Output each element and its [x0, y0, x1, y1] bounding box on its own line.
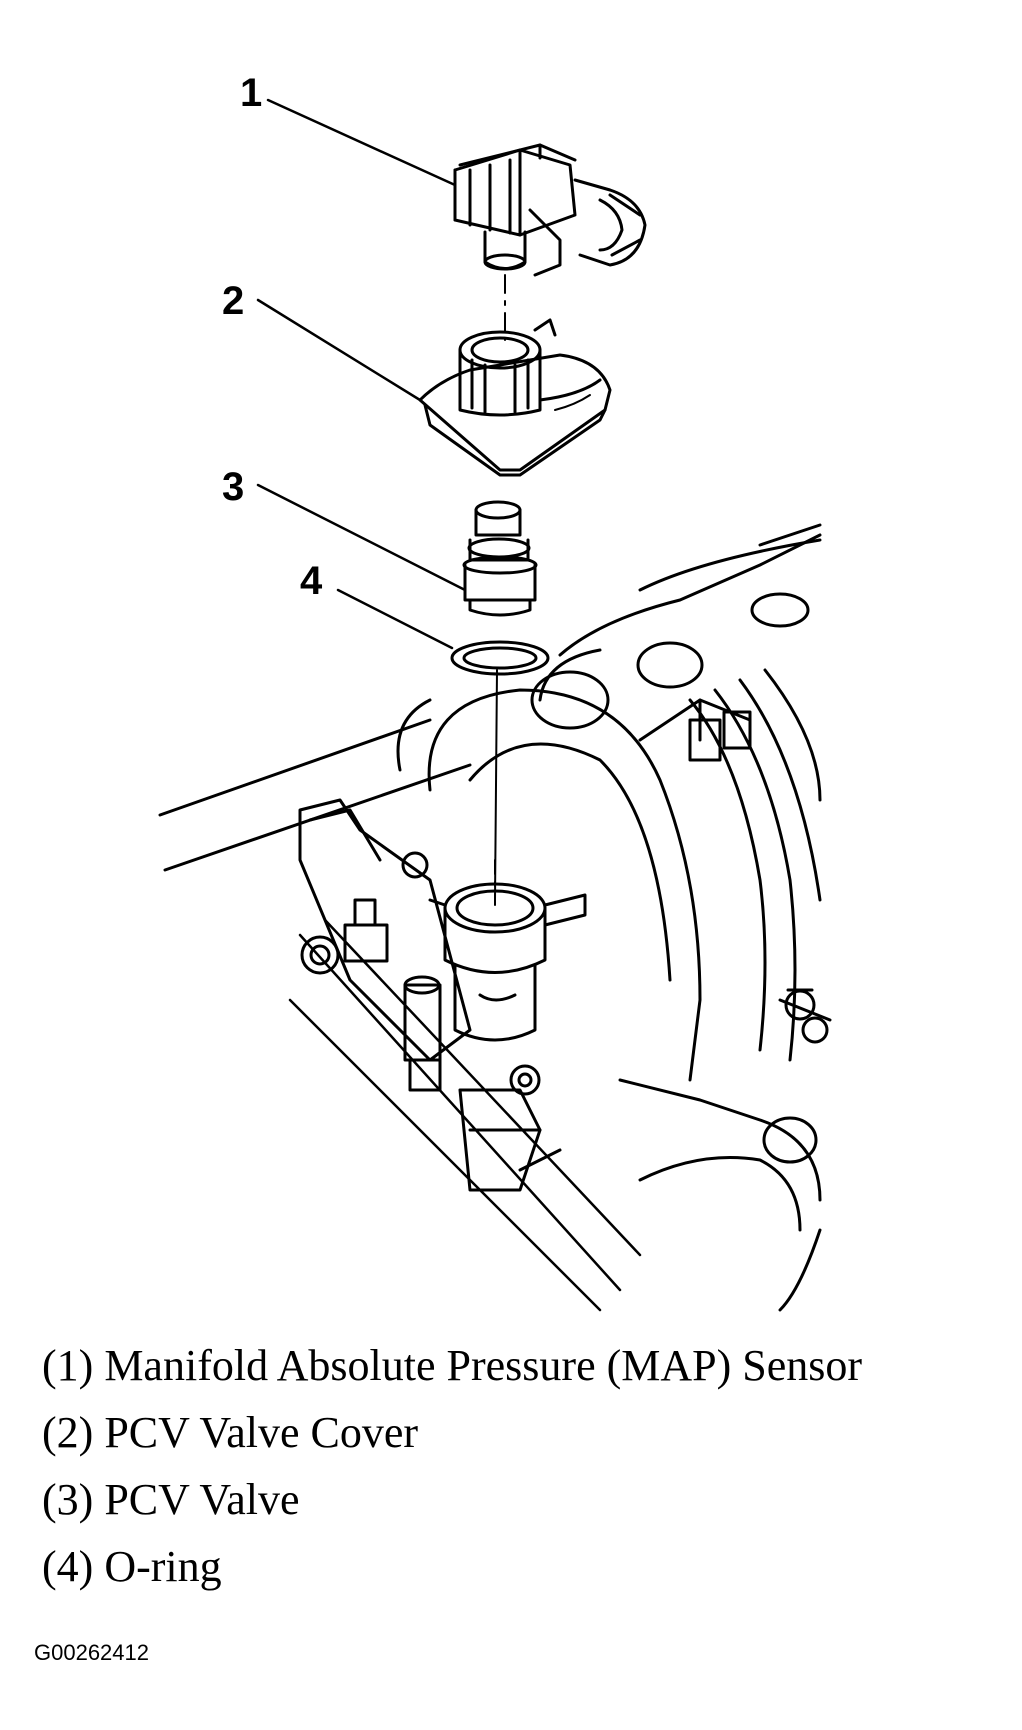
- intake-manifold-drawing: [158, 523, 832, 1312]
- callout-leader-lines: [256, 98, 467, 650]
- o-ring-drawing: [450, 640, 550, 676]
- map-sensor-drawing: [453, 143, 647, 277]
- pcv-valve-drawing: [462, 500, 538, 617]
- legend-item: (1) Manifold Absolute Pressure (MAP) Sen…: [42, 1332, 862, 1399]
- legend-number: (4): [42, 1542, 94, 1591]
- legend-text: Manifold Absolute Pressure (MAP) Sensor: [104, 1341, 863, 1390]
- legend-text: PCV Valve: [104, 1475, 300, 1524]
- figure-code: G00262412: [34, 1640, 149, 1665]
- pcv-valve-cover-drawing: [418, 318, 612, 477]
- legend-text: O-ring: [104, 1542, 222, 1591]
- parts-legend: (1) Manifold Absolute Pressure (MAP) Sen…: [42, 1332, 862, 1600]
- callout-4: 4: [300, 559, 323, 603]
- legend-item: (4) O-ring: [42, 1533, 862, 1600]
- assembly-axis-line: [494, 274, 506, 906]
- legend-item: (3) PCV Valve: [42, 1466, 862, 1533]
- legend-item: (2) PCV Valve Cover: [42, 1399, 862, 1466]
- callout-3: 3: [222, 465, 244, 509]
- callout-1: 1: [240, 71, 262, 115]
- legend-number: (3): [42, 1475, 94, 1524]
- legend-number: (2): [42, 1408, 94, 1457]
- legend-text: PCV Valve Cover: [104, 1408, 419, 1457]
- legend-number: (1): [42, 1341, 94, 1390]
- exploded-view-illustration: 1 2 3 4: [158, 71, 832, 1312]
- callout-2: 2: [222, 279, 244, 323]
